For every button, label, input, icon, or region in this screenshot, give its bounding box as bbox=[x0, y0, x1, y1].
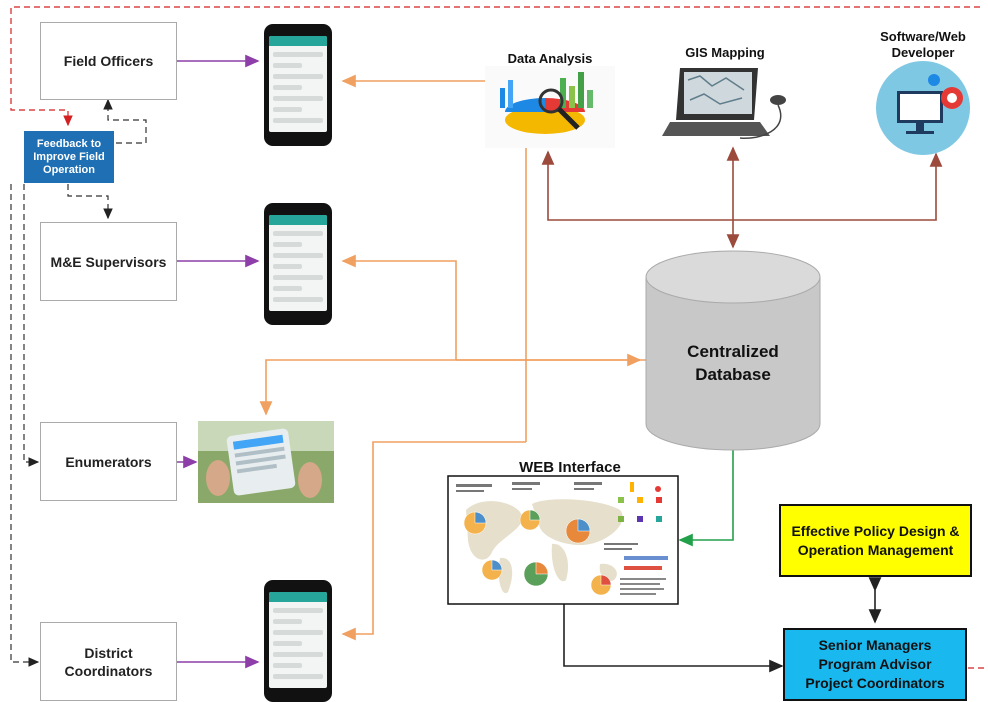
me-supervisors-phone bbox=[264, 203, 332, 325]
enumerators-box: Enumerators bbox=[40, 422, 177, 501]
me-supervisors-box: M&E Supervisors bbox=[40, 222, 177, 301]
database-label-line2: Database bbox=[695, 365, 771, 384]
database-label-line1: Centralized bbox=[687, 342, 779, 361]
data-analysis-label: Data Analysis bbox=[507, 51, 593, 66]
me-supervisors-label: M&E Supervisors bbox=[50, 253, 167, 270]
field-officers-phone bbox=[264, 24, 332, 146]
enumerators-label: Enumerators bbox=[65, 453, 152, 470]
database-label: Centralized Database bbox=[656, 340, 810, 386]
field-officers-box: Field Officers bbox=[40, 22, 177, 100]
feedback-to-enumerators bbox=[23, 184, 40, 467]
senior-managers-box: Senior Managers Program Advisor Project … bbox=[783, 628, 967, 701]
feedback-to-district bbox=[10, 184, 40, 667]
data-analysis-illustration bbox=[485, 66, 615, 148]
developer-illustration bbox=[876, 61, 970, 155]
gis-laptop-illustration bbox=[662, 68, 786, 139]
feedback-line2: Improve Field bbox=[33, 150, 105, 163]
field-officers-label: Field Officers bbox=[63, 53, 154, 69]
feedback-to-officers bbox=[103, 98, 147, 144]
managers-line3: Project Coordinators bbox=[805, 675, 945, 691]
developer-label: Software/Web Developer bbox=[870, 29, 976, 61]
developer-label-line2: Developer bbox=[891, 45, 955, 60]
gis-mapping-label: GIS Mapping bbox=[685, 45, 765, 60]
managers-line2: Program Advisor bbox=[818, 656, 932, 672]
feedback-line3: Operation bbox=[43, 163, 95, 176]
feedback-box: Feedback to Improve Field Operation bbox=[24, 131, 114, 183]
feedback-line1: Feedback to bbox=[36, 137, 102, 150]
web-interface-title: WEB Interface bbox=[519, 459, 621, 476]
policy-box: Effective Policy Design & Operation Mana… bbox=[779, 504, 972, 577]
policy-line1: Effective Policy Design & bbox=[791, 522, 960, 539]
district-coordinators-label-line2: Coordinators bbox=[64, 662, 153, 679]
district-coordinators-phone bbox=[264, 580, 332, 702]
database-cylinder bbox=[645, 250, 821, 451]
red-dashed-loop bbox=[10, 6, 980, 127]
web-interface-map bbox=[447, 475, 679, 605]
enumerators-tablet-photo bbox=[198, 421, 334, 503]
developer-label-line1: Software/Web bbox=[880, 29, 966, 44]
feedback-to-supervisors bbox=[67, 184, 113, 220]
policy-line2: Operation Management bbox=[797, 541, 954, 558]
managers-line1: Senior Managers bbox=[818, 637, 932, 653]
district-coordinators-label-line1: District bbox=[84, 644, 133, 661]
district-coordinators-box: District Coordinators bbox=[40, 622, 177, 701]
